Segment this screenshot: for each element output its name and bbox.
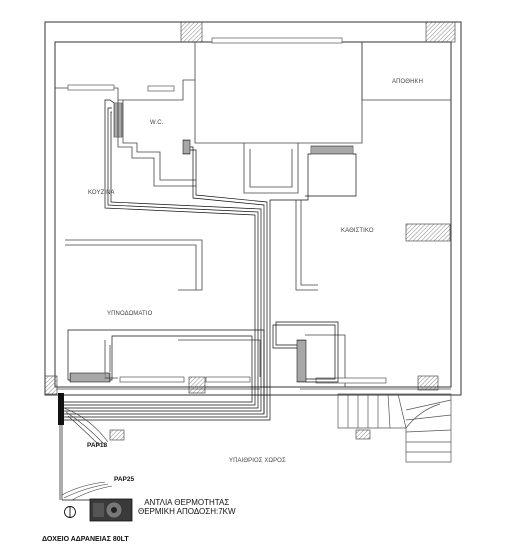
label-pap25: PAP25 [114, 476, 135, 483]
label-pap18: PAP18 [87, 442, 108, 449]
heat-pump-label: ΑΝΤΛΙΑ ΘΕΡΜΟΤΗΤΑΣ ΘΕΡΜΙΚΗ ΑΠΟΔΟΣΗ:7KW [138, 498, 236, 516]
heating-pipes [59, 99, 357, 501]
interior-walls [55, 42, 451, 390]
windows [67, 37, 387, 384]
manifold [58, 393, 64, 425]
heat-pump-unit [89, 498, 133, 522]
room-label-bedroom: ΥΠΝΟΔΩΜΑΤΙΟ [107, 311, 153, 317]
staircase [337, 393, 452, 463]
heat-pump-title: ΑΝΤΛΙΑ ΘΕΡΜΟΤΗΤΑΣ [144, 498, 230, 507]
tank-label: ΔΟΧΕΙΟ ΑΔΡΑΝΕΙΑΣ 80LT [42, 536, 129, 543]
tank-symbol [64, 506, 76, 518]
room-label-outdoor: ΥΠΑΙΘΡΙΟΣ ΧΩΡΟΣ [229, 458, 286, 464]
room-label-wc: W.C. [150, 120, 164, 126]
room-label-living: ΚΑΘΙΣΤΙΚΟ [341, 228, 374, 234]
heat-pump-capacity: ΘΕΡΜΙΚΗ ΑΠΟΔΟΣΗ:7KW [138, 507, 236, 517]
room-label-storage: ΑΠΟΘΗΚΗ [392, 79, 424, 85]
leader-lines [61, 407, 113, 501]
room-label-kitchen: ΚΟΥΖΙΝΑ [88, 190, 115, 196]
